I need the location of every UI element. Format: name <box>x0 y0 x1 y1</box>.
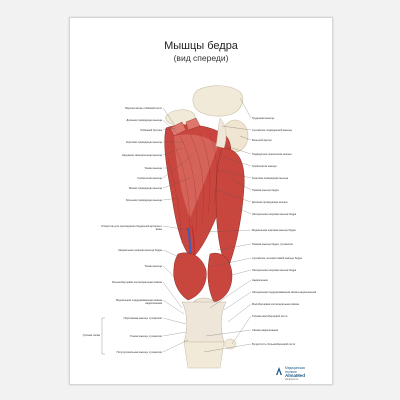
label-r15: Латеральная поддерживающая связка надкол… <box>252 290 317 294</box>
group-bracket <box>101 317 105 355</box>
logo-brand: AlmaMed <box>285 373 306 378</box>
label-r9: Латеральная широкая мышца бедра <box>252 212 297 216</box>
label-r13: Латеральная широкая мышца бедра <box>252 268 297 272</box>
label-r18: Связка надколенника <box>252 328 279 332</box>
tibia <box>183 341 225 369</box>
logo-line1: Медицинская <box>285 366 305 370</box>
label-l12: Тонкая мышца <box>144 264 162 268</box>
label-l10: Отверстие для прохождения бедренной арте… <box>101 224 162 231</box>
logo-url: almamed.su <box>285 378 299 381</box>
label-r3: Большой вертел <box>252 138 272 142</box>
logo-line2: техника <box>285 369 297 374</box>
label-l9: Большая приводящая мышца <box>126 198 162 202</box>
label-l4: Короткая приводящая мышца <box>125 140 162 144</box>
almamed-logo-icon <box>276 367 282 375</box>
leader-l12 <box>162 265 179 281</box>
leader-r4 <box>225 145 252 155</box>
pelvis-bone <box>192 85 244 117</box>
leader-l17 <box>162 339 189 353</box>
leader-r6 <box>217 169 252 179</box>
leader-l16 <box>162 331 187 337</box>
label-l7: Гребенчатая мышца <box>137 176 162 180</box>
pes-anserinus-label: Гусиная лапка <box>82 334 100 337</box>
leader-r10 <box>203 229 252 233</box>
fibula-head <box>223 338 237 350</box>
label-l11: Медиальная широкая мышца бедра <box>118 248 162 252</box>
leader-l3 <box>162 127 177 131</box>
leader-lines <box>162 97 252 353</box>
label-r2: Сухожилие подвздошной мышцы <box>252 128 293 132</box>
leader-r17 <box>231 315 252 345</box>
leader-l10 <box>162 225 189 231</box>
pubic-tendon-left <box>169 121 187 137</box>
iliopsoas-tendon <box>215 117 227 149</box>
leader-r5 <box>219 155 252 167</box>
quadriceps <box>215 147 245 269</box>
label-l8: Малая приводящая мышца <box>128 186 162 190</box>
label-r6: Короткая приводящая мышца <box>252 176 289 180</box>
thigh-muscles-illustration <box>101 85 252 369</box>
leader-l14 <box>162 299 185 315</box>
label-r8: Длинная приводящая мышца <box>252 200 288 204</box>
poster-subtitle: (вид спереди) <box>173 53 229 63</box>
leader-r7 <box>229 177 252 191</box>
leader-r8 <box>215 189 252 203</box>
leader-l11 <box>162 249 183 259</box>
label-l16: Тонкая мышца, сухожилие <box>130 334 162 338</box>
leader-l5 <box>162 147 183 156</box>
poster-title: Мышцы бедра <box>164 40 238 52</box>
leader-r1 <box>239 97 252 119</box>
label-r17: Головка малоберцовой кости <box>252 314 288 318</box>
label-r7: Прямая мышца бедра <box>252 188 279 192</box>
knee-ligaments <box>181 301 227 343</box>
leader-r13 <box>227 269 252 277</box>
leader-r9 <box>237 207 252 215</box>
label-r1: Грудинная мышца <box>252 116 274 120</box>
label-l6: Тонкая мышца <box>144 166 162 170</box>
label-l3: Лобковый бугорок <box>140 128 162 132</box>
vastus-lateralis-lower <box>207 252 233 303</box>
leader-l15 <box>162 317 187 325</box>
label-l13: Большеберцовая коллатеральная связка <box>112 280 162 284</box>
vastus-medialis <box>173 252 207 301</box>
anatomy-poster: Мышцы бедра (вид спереди) Верхняя ветвь … <box>69 17 333 385</box>
leader-l9 <box>162 197 181 201</box>
muscle-fibers <box>167 133 217 245</box>
brand-logo: Медицинская техника AlmaMed almamed.su <box>275 365 325 381</box>
label-r11: Прямая мышца бедра, сухожилие <box>252 242 293 246</box>
label-l17: Полусухожильная мышца, сухожилие <box>116 350 162 354</box>
leader-l7 <box>162 153 195 179</box>
leader-r19 <box>203 343 252 353</box>
leader-l13 <box>162 281 183 309</box>
leader-r16 <box>227 303 252 323</box>
leader-l8 <box>162 177 191 189</box>
label-r5: Гребенчатая мышца <box>252 164 277 168</box>
leader-r11 <box>217 243 252 251</box>
leader-r15 <box>223 291 252 311</box>
label-l15: Портняжная мышца, сухожилие <box>123 316 162 320</box>
label-r16: Малоберцовая коллатеральная связка <box>252 302 299 306</box>
leader-r3 <box>239 135 252 141</box>
label-l2: Длинная приводящая мышца <box>126 118 162 122</box>
label-l5: Наружная запирательная мышца <box>121 153 162 157</box>
leader-l1 <box>162 107 175 125</box>
label-l1: Верхняя ветвь лобковой кости <box>125 106 162 110</box>
leader-r12 <box>213 257 252 267</box>
label-r4: Подвздошно-поясничная мышца <box>252 152 292 156</box>
label-r12: Сухожилие четырёхглавой мышцы бедра <box>252 256 302 260</box>
leader-l2 <box>162 119 179 135</box>
label-r10: Медиальная широкая мышца бедра <box>252 228 296 232</box>
label-r14: Надколенник <box>252 278 268 282</box>
leader-r2 <box>221 125 252 131</box>
leader-r18 <box>205 329 252 337</box>
pubic-tendon-right <box>185 117 201 131</box>
label-r19: Бугристость большеберцовой кости <box>252 342 296 346</box>
leader-r14 <box>209 279 252 309</box>
label-l14: Медиальная поддерживающая связка надколе… <box>115 298 162 305</box>
